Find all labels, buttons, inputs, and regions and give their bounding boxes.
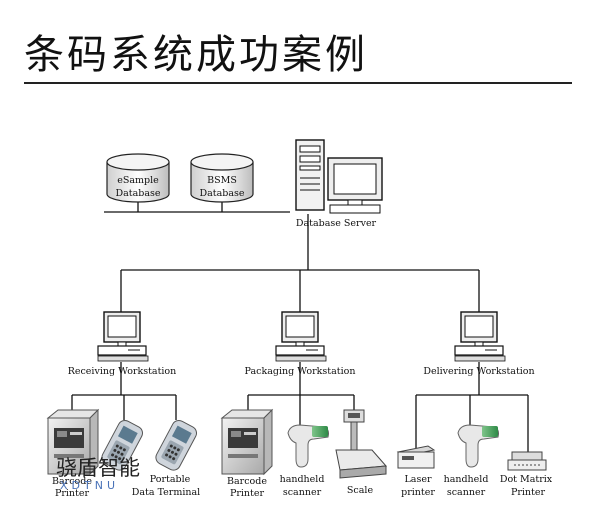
barcode-printer-icon [221,409,273,475]
handheld-scanner-1-label-1: handheld [280,474,325,485]
barcode-printer-2-label-1: Barcode [227,476,267,487]
packaging-workstation-label: Packaging Workstation [245,366,356,377]
bsms-db-label-1: BSMS [207,175,237,186]
laser-printer-label-2: printer [401,487,435,498]
handheld-scanner-icon [457,424,499,468]
watermark-sub: XDTNU [60,479,120,492]
barcode-printer-1-label-1: Barcode [52,476,92,487]
watermark-logo: 骁盾智能 [56,456,140,480]
handheld-scanner-2-label-2: scanner [447,487,486,498]
dot-matrix-printer-icon [507,451,547,471]
bsms-db-label-2: Database [199,188,244,199]
receiving-workstation: Receiving Workstation [68,311,177,377]
esample-database: eSample Database [106,153,170,203]
db-server-label: Database Server [296,218,377,229]
laser-printer-label-1: Laser [404,474,431,485]
dot-matrix-printer-label-2: Printer [511,487,546,498]
delivering-workstation: Delivering Workstation [423,311,535,377]
title-underline [24,82,572,84]
barcode-printer-2-label-2: Printer [230,488,265,499]
dot-matrix-printer-label-1: Dot Matrix [500,474,553,485]
esample-db-label-2: Database [115,188,160,199]
receiving-workstation-label: Receiving Workstation [68,366,177,377]
laser-printer-icon [396,445,436,469]
portable-terminal-label-2: Data Terminal [132,487,200,498]
handheld-scanner-icon [287,424,329,468]
bsms-database: BSMS Database [190,153,254,203]
portable-terminal-label-1: Portable [150,474,191,485]
esample-db-label-1: eSample [117,175,159,186]
connection-lines [71,200,529,452]
handheld-scanner-2-label-1: handheld [444,474,489,485]
handheld-scanner-1-label-2: scanner [283,487,322,498]
scale-label: Scale [347,485,374,496]
packaging-workstation: Packaging Workstation [245,311,356,377]
scale-icon [335,409,388,479]
barcode-printer-1-label-2: Printer [55,488,90,499]
database-server: Database Server [295,139,383,229]
page-title: 条码系统成功案例 [24,32,368,78]
delivering-workstation-label: Delivering Workstation [423,366,534,377]
